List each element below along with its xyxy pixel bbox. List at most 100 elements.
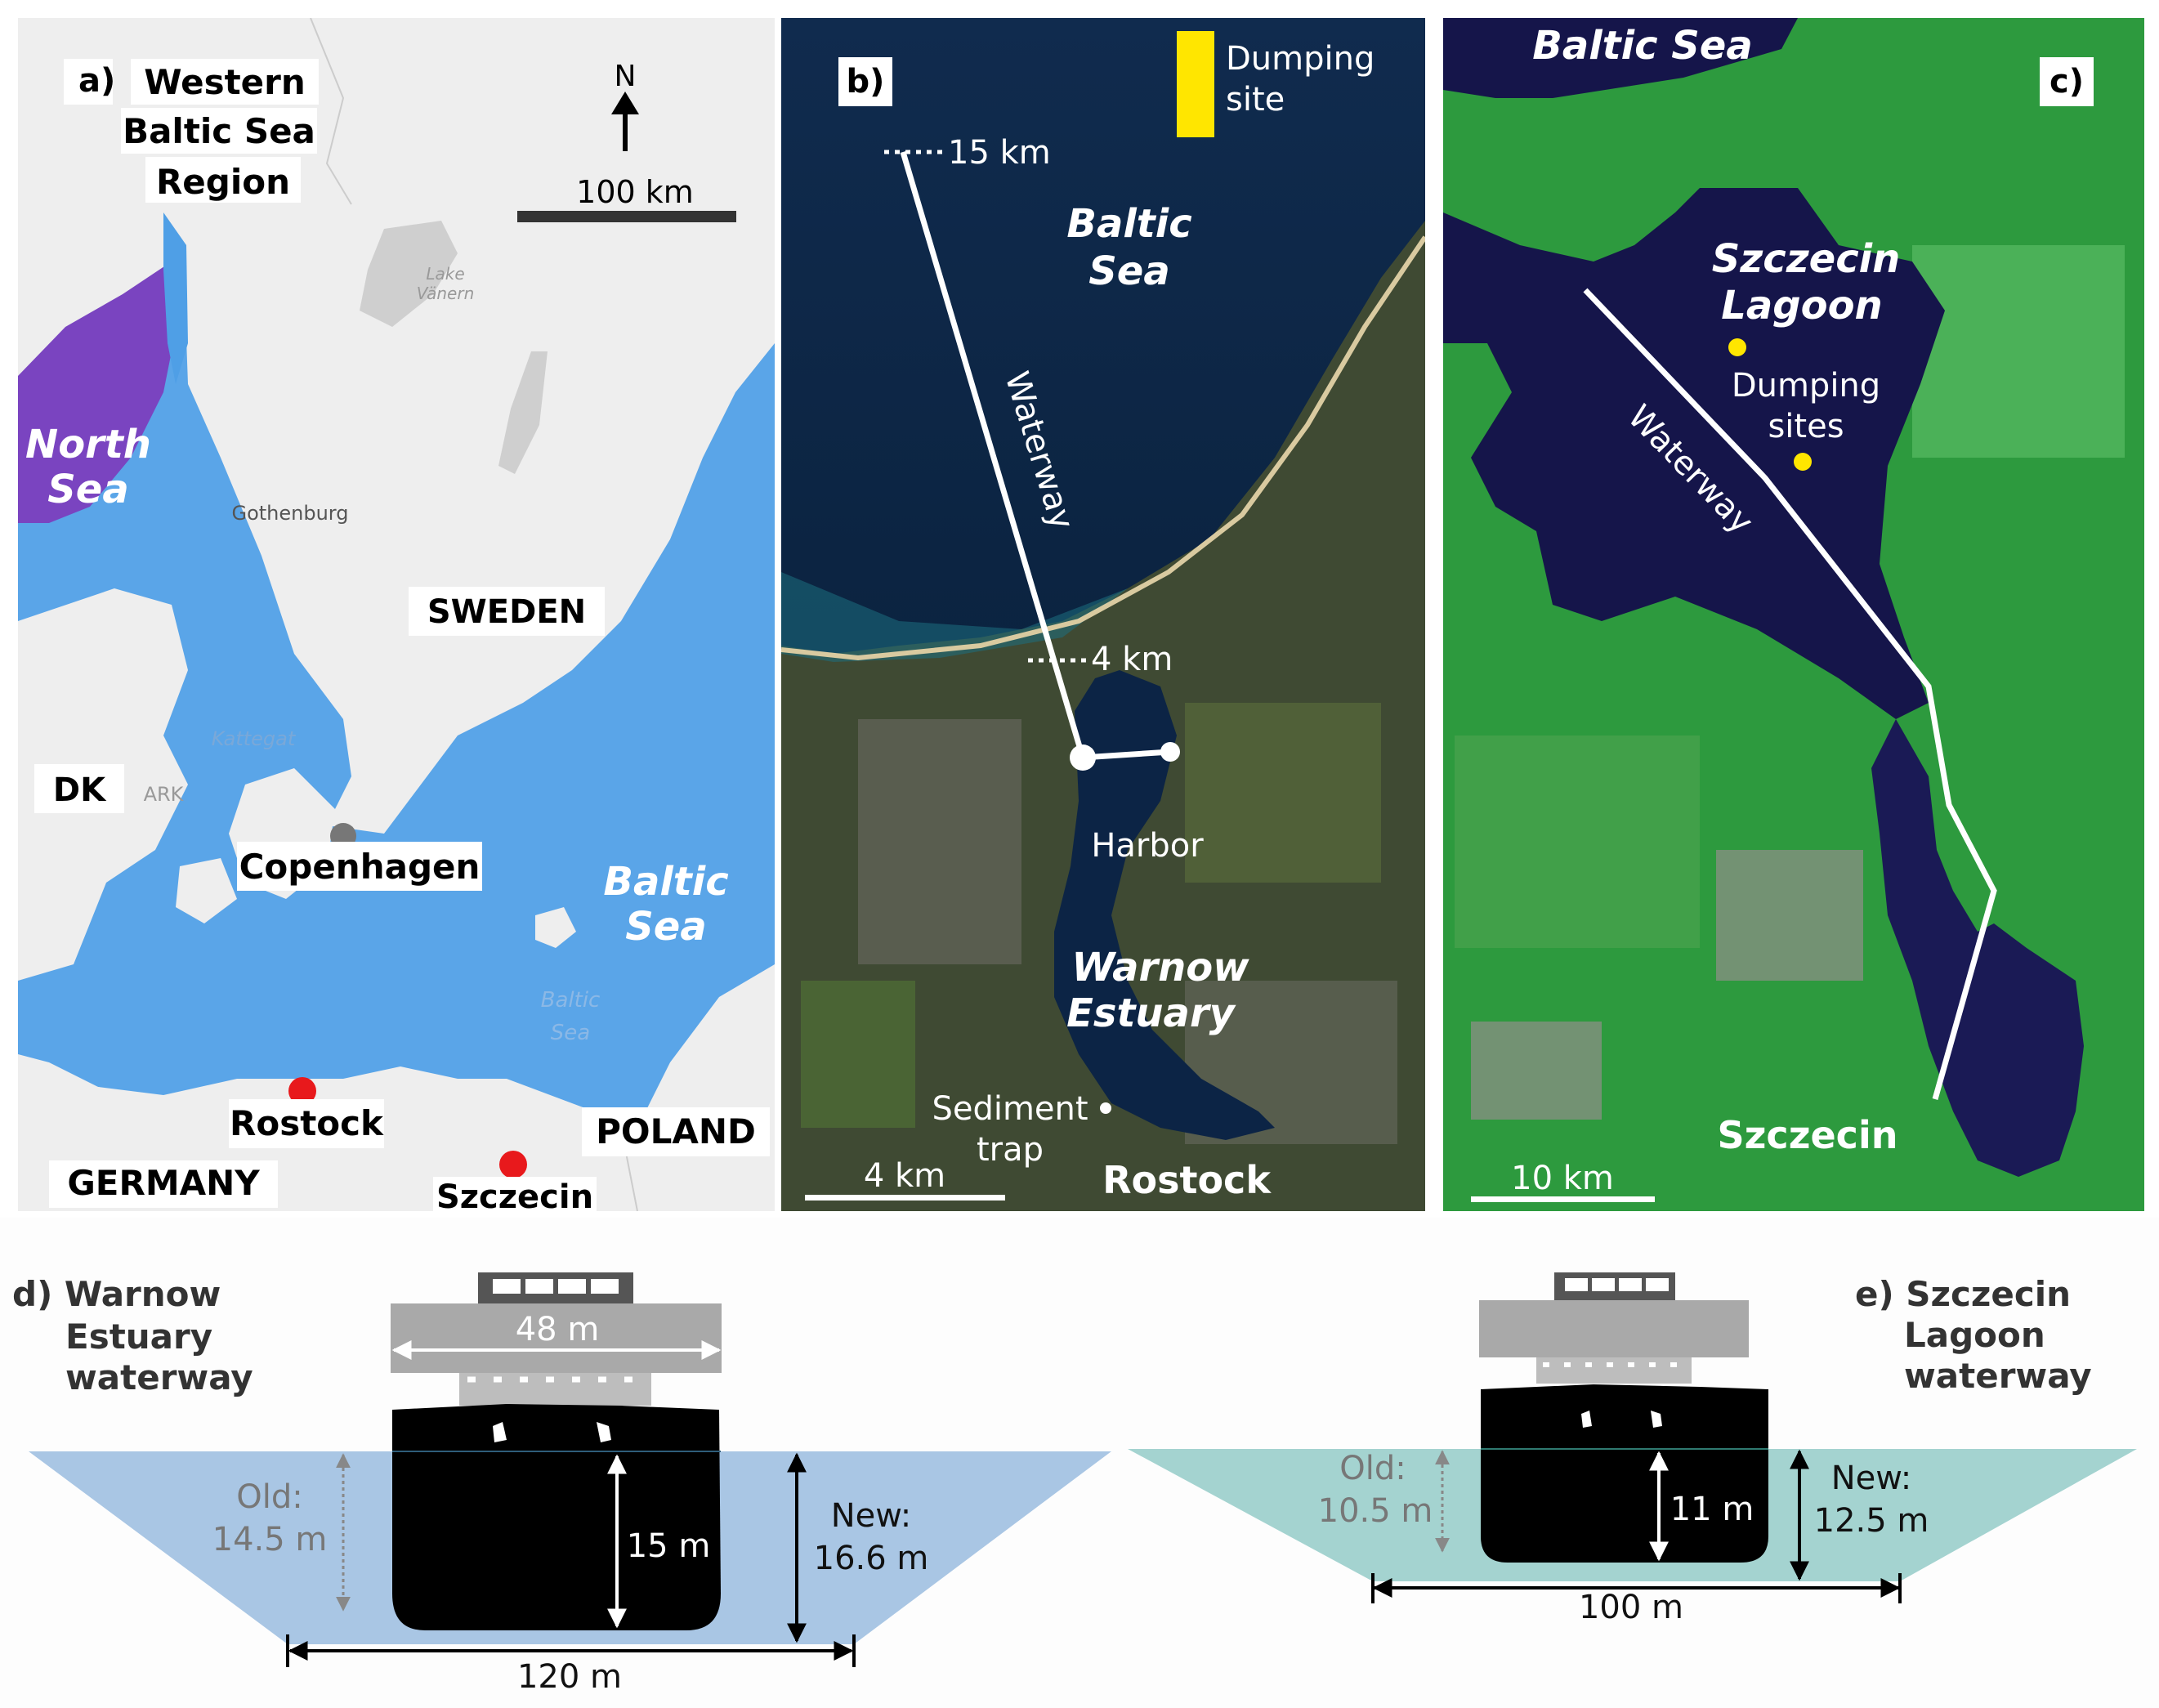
dk-label-bg <box>34 764 124 813</box>
bridge-window <box>525 1279 553 1294</box>
panel-b-rostock-label: Rostock <box>1102 1158 1272 1202</box>
panel-b-scale-bar <box>805 1195 1005 1201</box>
panel-e-old-label-1: Old: <box>1339 1450 1406 1487</box>
germany-label-bg <box>49 1160 278 1208</box>
lake-vanern-label-1: Lake <box>426 264 464 284</box>
bridge-window <box>558 1279 586 1294</box>
panel-c-fields <box>1912 245 2125 458</box>
region-title-bg <box>145 157 301 203</box>
bridge-window <box>1592 1278 1615 1291</box>
north-arrow-label: N <box>615 60 637 93</box>
panel-d-new-label-1: New: <box>831 1497 912 1535</box>
panel-c-waterway-line <box>1583 288 1997 1100</box>
panel-a-lake-vattern <box>498 351 548 474</box>
szczecin-lagoon-label-1: Szczecin <box>1712 236 1901 282</box>
denmark-faint-label: ARK <box>144 783 185 806</box>
panel-e-channel-width-label: 100 m <box>1579 1589 1683 1626</box>
panel-e-title-3: waterway <box>1904 1356 2092 1396</box>
bridge-window <box>493 1279 521 1294</box>
region-title-line2: Baltic Sea <box>123 111 315 151</box>
harbor-basin-dot <box>1160 742 1180 762</box>
panel-d-old-label-2: 14.5 m <box>212 1521 328 1558</box>
panel-d-ship-width-label: 48 m <box>516 1311 600 1348</box>
panel-a-scale-bar <box>517 211 736 222</box>
szczecin-a-label: Szczecin <box>436 1178 593 1216</box>
panel-a-labels: a) Western Baltic Sea Region N 100 km No… <box>25 59 770 1216</box>
panel-d-ship-hull <box>392 1404 721 1630</box>
panel-e-diagram: e) Szczecin Lagoon waterway Old: 10.5 m … <box>1128 1272 2137 1626</box>
baltic-sea-faint-2: Sea <box>551 1021 590 1045</box>
panel-d-title-2: Estuary <box>65 1317 212 1357</box>
marker-4km-label: 4 km <box>1091 641 1173 678</box>
panel-b-fields-2 <box>801 981 915 1128</box>
panel-b-beach <box>781 235 1425 661</box>
panel-b-scale-label: 4 km <box>864 1157 945 1195</box>
panel-d-ship-deck <box>391 1303 722 1373</box>
north-sea-label-1: North <box>25 422 151 467</box>
panel-d-diagram: d) Warnow Estuary waterway 48 m Old: 14.… <box>0 1218 2159 1708</box>
panel-a-tag-bg <box>64 59 113 105</box>
sediment-trap-label-1: Sediment <box>932 1090 1088 1128</box>
panel-c-lagoon <box>1443 188 1945 719</box>
panel-c-tag: c) <box>2049 63 2084 101</box>
poland-label: POLAND <box>596 1111 756 1151</box>
panel-e-title-2: Lagoon <box>1904 1315 2045 1355</box>
panel-e-draft-label: 11 m <box>1670 1491 1754 1528</box>
panel-d-old-label-1: Old: <box>236 1478 302 1516</box>
harbor-label: Harbor <box>1091 827 1204 865</box>
panel-b-baltic-sea-1: Baltic <box>1066 201 1191 247</box>
warnow-estuary-label-2: Estuary <box>1066 990 1236 1036</box>
panel-b-urban <box>858 719 1021 964</box>
panel-b-map <box>781 18 1425 1211</box>
north-arrow-head-icon <box>611 92 639 114</box>
panel-a-skagerrak <box>163 212 188 384</box>
dumping-site-label-2: site <box>1226 81 1285 118</box>
germany-label: GERMANY <box>67 1163 260 1203</box>
panel-c-baltic-sea-label: Baltic Sea <box>1532 23 1753 69</box>
panel-e-ship-hull <box>1481 1384 1768 1563</box>
panel-d-propeller-icon-2 <box>597 1422 611 1442</box>
panel-e-ship-upper <box>1536 1357 1692 1384</box>
panel-b-baltic-sea-2: Sea <box>1088 248 1170 294</box>
panel-c-fields-2 <box>1455 736 1700 948</box>
dumping-site-1-dot <box>1728 338 1746 356</box>
panel-b-tag-bg <box>838 57 892 106</box>
panel-c-scale-bar <box>1471 1196 1655 1202</box>
region-title-line3: Region <box>156 162 290 202</box>
panel-e-propeller-icon-2 <box>1651 1411 1662 1428</box>
dumping-site-label-1: Dumping <box>1226 40 1375 78</box>
panel-b-tag: b) <box>847 63 885 101</box>
panel-d-channel-width-label: 120 m <box>517 1658 622 1696</box>
szczecin-lagoon-label-2: Lagoon <box>1721 283 1882 329</box>
bridge-window <box>1619 1278 1642 1291</box>
sediment-trap-label-2: trap <box>977 1131 1044 1169</box>
sweden-label: SWEDEN <box>427 593 586 631</box>
rostock-label-bg <box>229 1099 384 1148</box>
poland-label-bg <box>582 1107 770 1156</box>
panel-d-ship-upper <box>459 1373 651 1406</box>
panel-c-scale-label: 10 km <box>1511 1160 1614 1197</box>
szczecin-a-label-bg <box>433 1177 597 1211</box>
panel-a-scale-label: 100 km <box>576 174 694 210</box>
panel-d-new-label-2: 16.6 m <box>814 1540 929 1577</box>
baltic-sea-faint-1: Baltic <box>541 988 601 1013</box>
harbor-endpoint-dot <box>1070 744 1096 771</box>
panel-c-baltic <box>1443 18 1798 98</box>
north-sea-label-2: Sea <box>47 467 129 512</box>
panel-a-lake-vanern <box>360 221 458 327</box>
baltic-sea-label-2: Sea <box>625 904 707 950</box>
panel-d-title-1: d) Warnow <box>12 1274 221 1314</box>
warnow-estuary-label-1: Warnow <box>1071 945 1249 990</box>
copenhagen-label: Copenhagen <box>239 847 481 887</box>
marker-15km-label: 15 km <box>948 134 1051 172</box>
panel-d-propeller-icon <box>493 1422 507 1442</box>
panel-e-new-label-2: 12.5 m <box>1814 1502 1929 1540</box>
kattegat-label: Kattegat <box>212 727 297 750</box>
panel-d-title-3: waterway <box>65 1357 253 1397</box>
panel-b-estuary <box>1054 670 1275 1140</box>
panel-d-draft-label: 15 m <box>627 1527 711 1565</box>
dk-label: DK <box>53 771 107 809</box>
lake-vanern-label-2: Vänern <box>417 284 475 303</box>
rostock-label: Rostock <box>230 1103 384 1143</box>
